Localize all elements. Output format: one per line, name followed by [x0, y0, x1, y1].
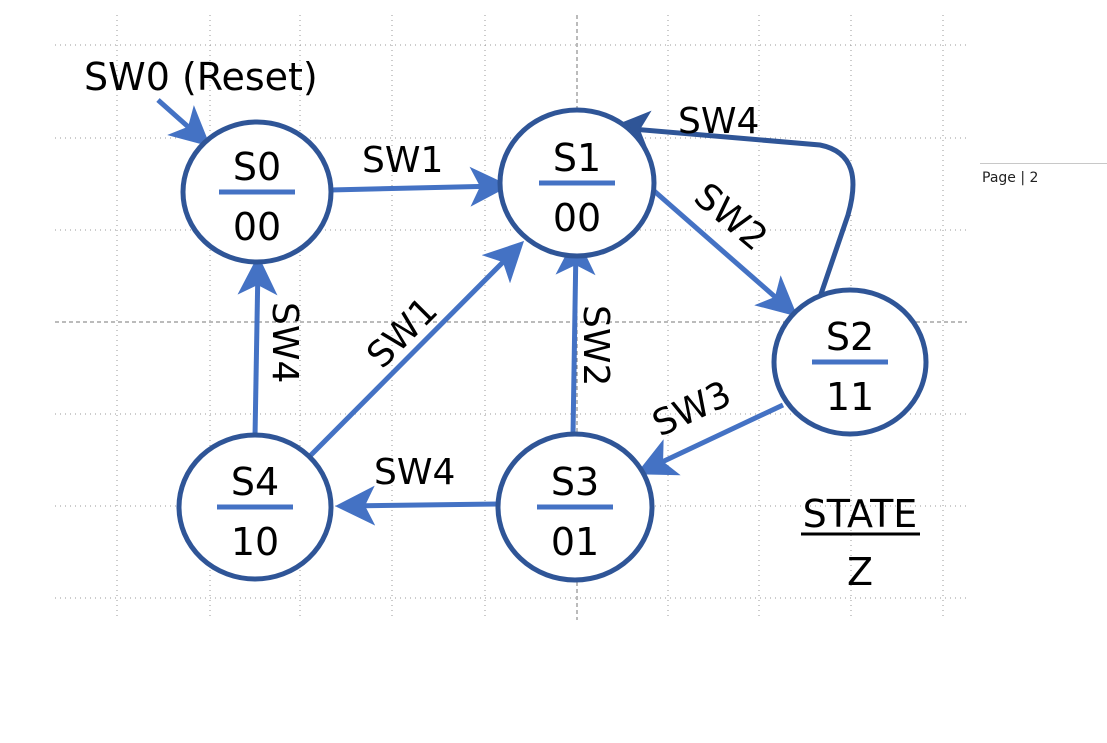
state-output: 10: [231, 520, 279, 564]
transition-label-s3-s1: SW2: [575, 305, 616, 386]
transition-s4-s0: [237, 255, 278, 438]
state-name: S4: [231, 460, 279, 504]
footer-rule: [980, 163, 1107, 164]
transition-label-s4-s0: SW4: [264, 302, 305, 383]
transition-s4-s1: [306, 240, 525, 460]
state-name: S3: [551, 460, 599, 504]
reset-label: SW0 (Reset): [84, 55, 318, 99]
transition-s3-s1: [555, 235, 596, 436]
legend: STATE Z: [801, 492, 920, 594]
state-name: S2: [826, 315, 874, 359]
state-output: 00: [553, 196, 601, 240]
transition-s2-s3: [635, 402, 785, 476]
state-name: S1: [553, 136, 601, 180]
state-output: 00: [233, 205, 281, 249]
transition-label-s3-s4: SW4: [374, 452, 455, 493]
transition-s2-s1: [610, 110, 856, 298]
transition-label-s1-s2: SW2: [686, 175, 775, 259]
transition-s1-s2: [651, 188, 798, 317]
state-output: 01: [551, 520, 599, 564]
state-name: S0: [233, 145, 281, 189]
transition-s0-s1: [329, 166, 510, 207]
reset-arrow: [156, 98, 211, 147]
legend-output: Z: [847, 550, 873, 594]
page-number: Page | 2: [982, 170, 1039, 186]
transition-s3-s4: [335, 485, 499, 526]
state-output: 11: [826, 375, 874, 419]
transition-label-s2-s1: SW4: [678, 101, 759, 142]
legend-state: STATE: [803, 492, 918, 536]
transition-label-s0-s1: SW1: [362, 140, 443, 181]
